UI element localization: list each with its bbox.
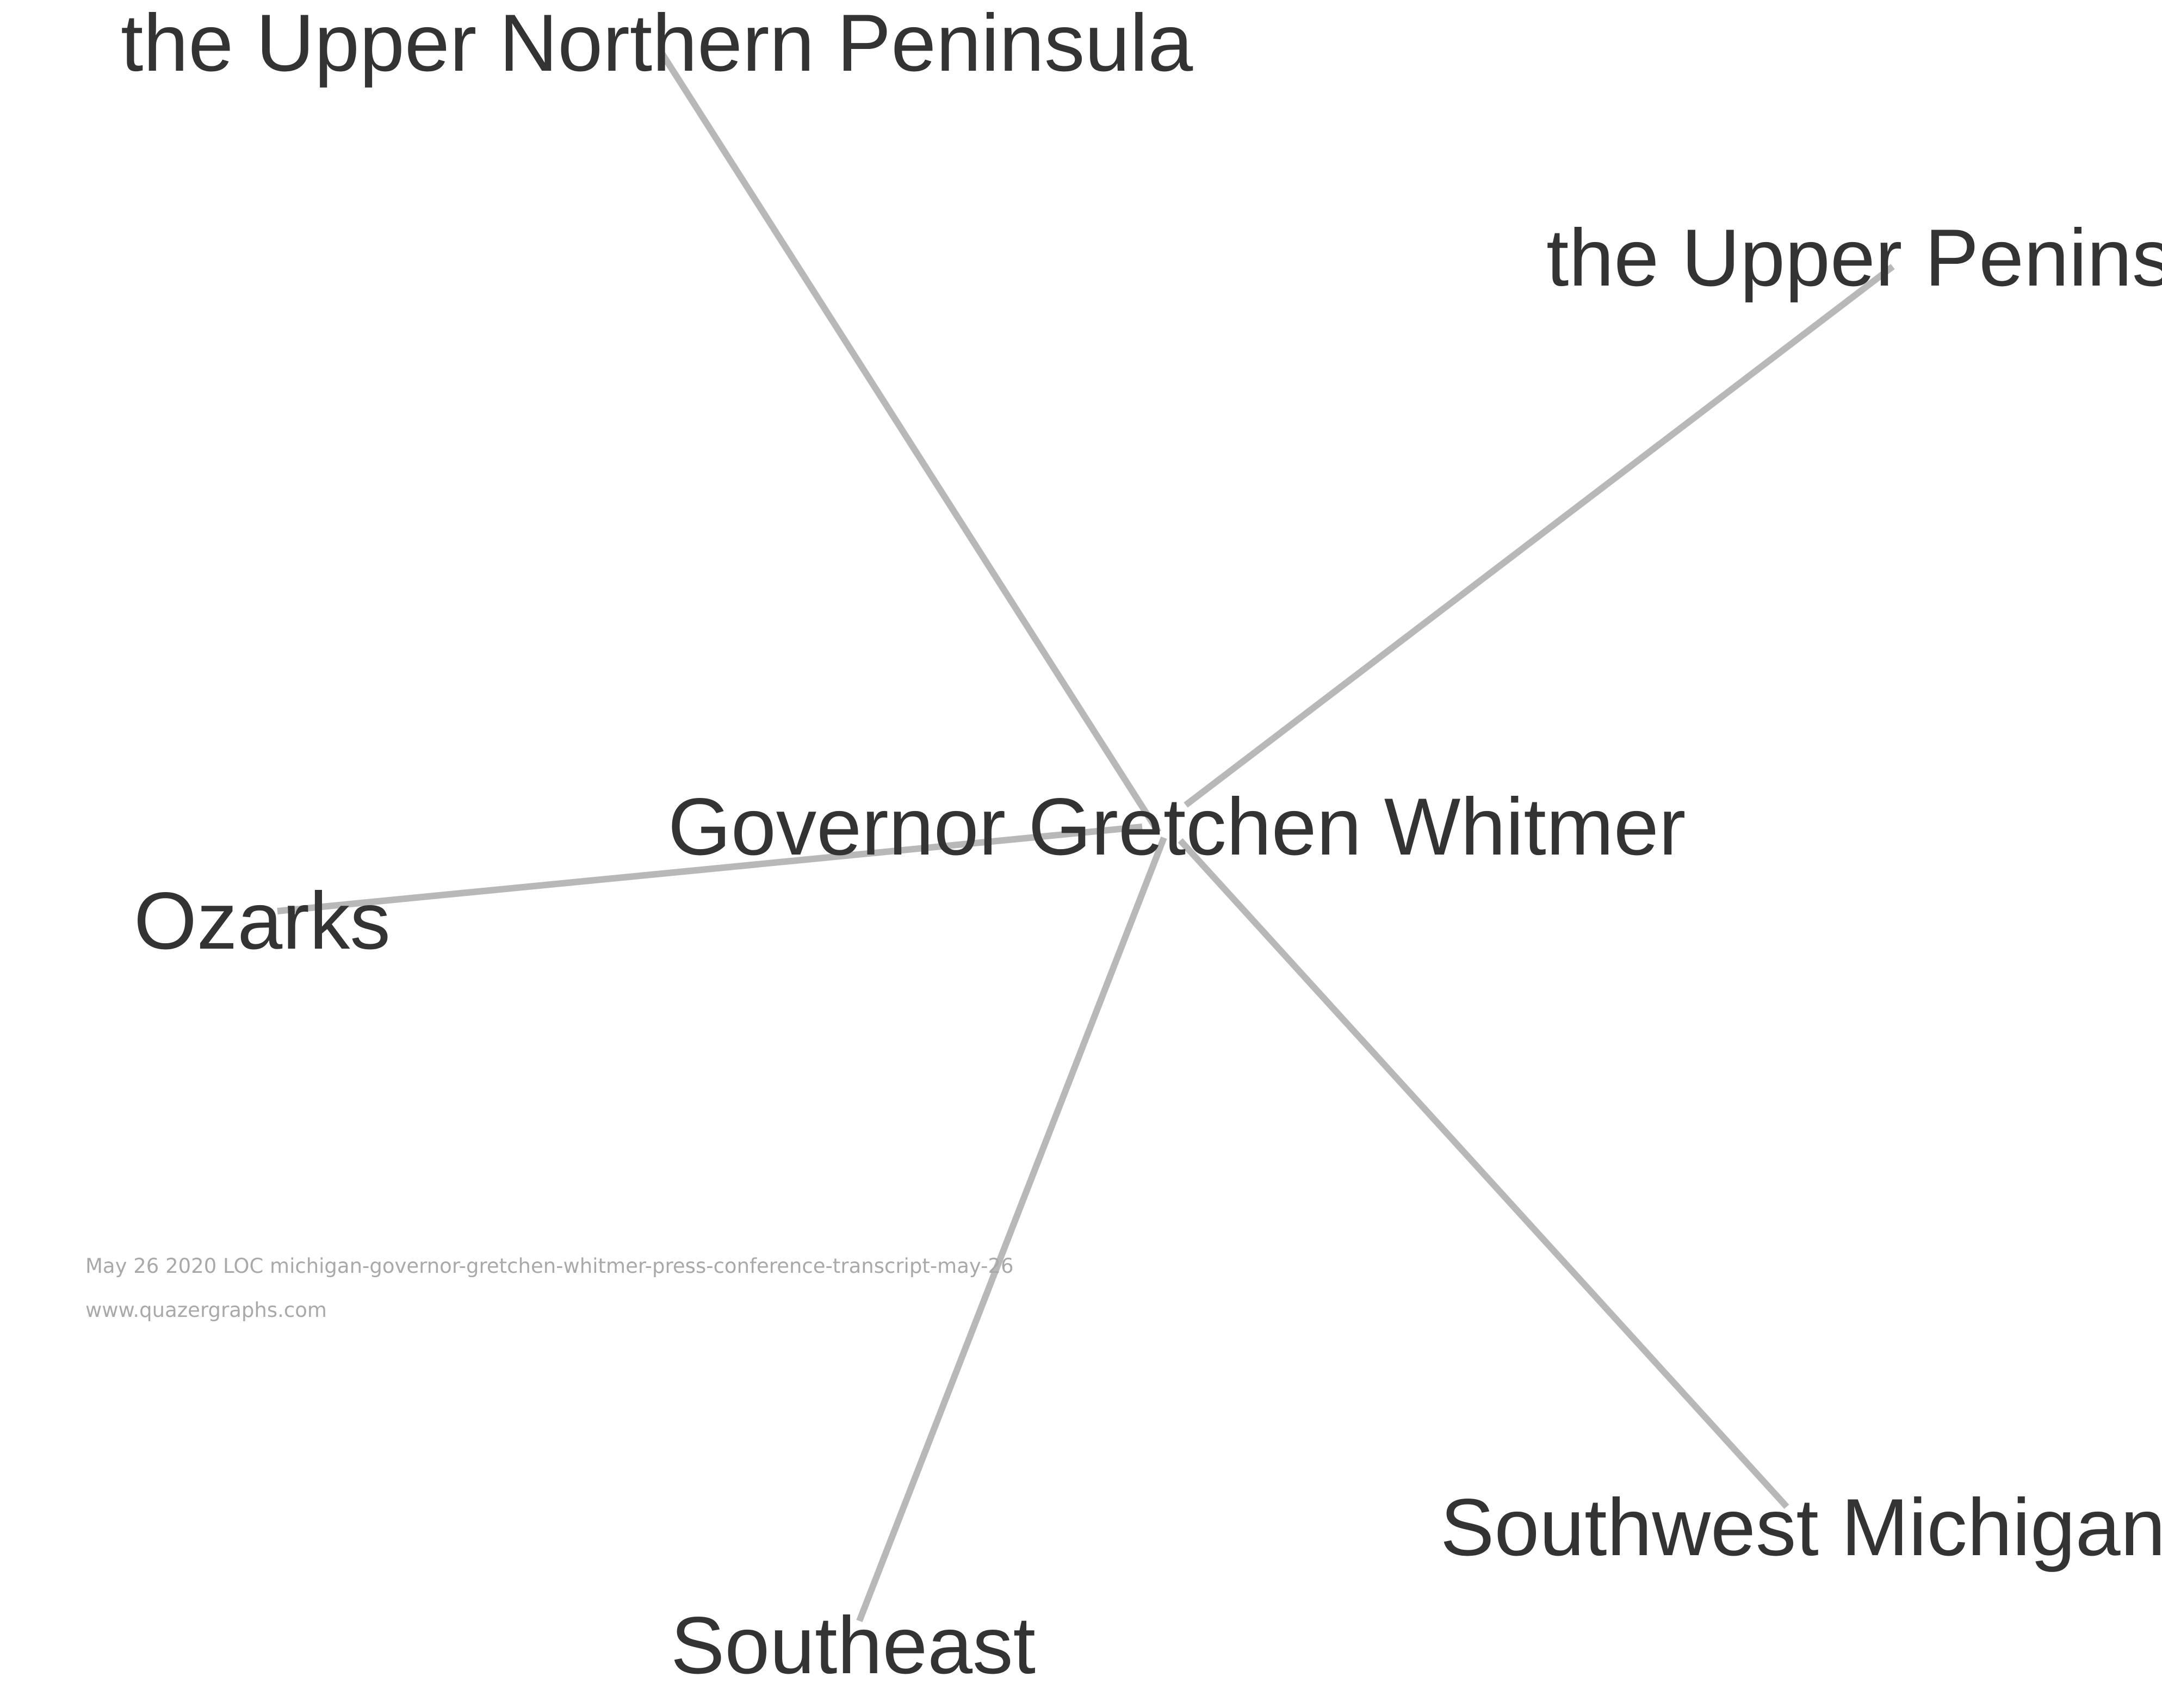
node-southeast: Southeast <box>671 1600 1036 1691</box>
node-southwest-michigan: Southwest Michigan <box>1440 1482 2162 1573</box>
caption-site: www.quazergraphs.com <box>85 1298 327 1322</box>
edge-governor-southeast <box>856 836 1167 1623</box>
node-ozarks: Ozarks <box>134 875 391 966</box>
edge-governor-ozarks <box>277 824 1143 914</box>
caption-source: May 26 2020 LOC michigan-governor-gretch… <box>85 1254 1014 1278</box>
edge-governor-upper-northern-peninsula <box>658 49 1162 834</box>
node-governor-gretchen-whitmer: Governor Gretchen Whitmer <box>668 781 1686 872</box>
edge-governor-upper-peninsula <box>1184 264 1895 808</box>
edge-governor-southwest-michigan <box>1178 838 1789 1509</box>
node-upper-northern-peninsula: the Upper Northern Peninsula <box>121 0 1193 88</box>
node-upper-peninsula: the Upper Peninsula <box>1546 212 2162 303</box>
